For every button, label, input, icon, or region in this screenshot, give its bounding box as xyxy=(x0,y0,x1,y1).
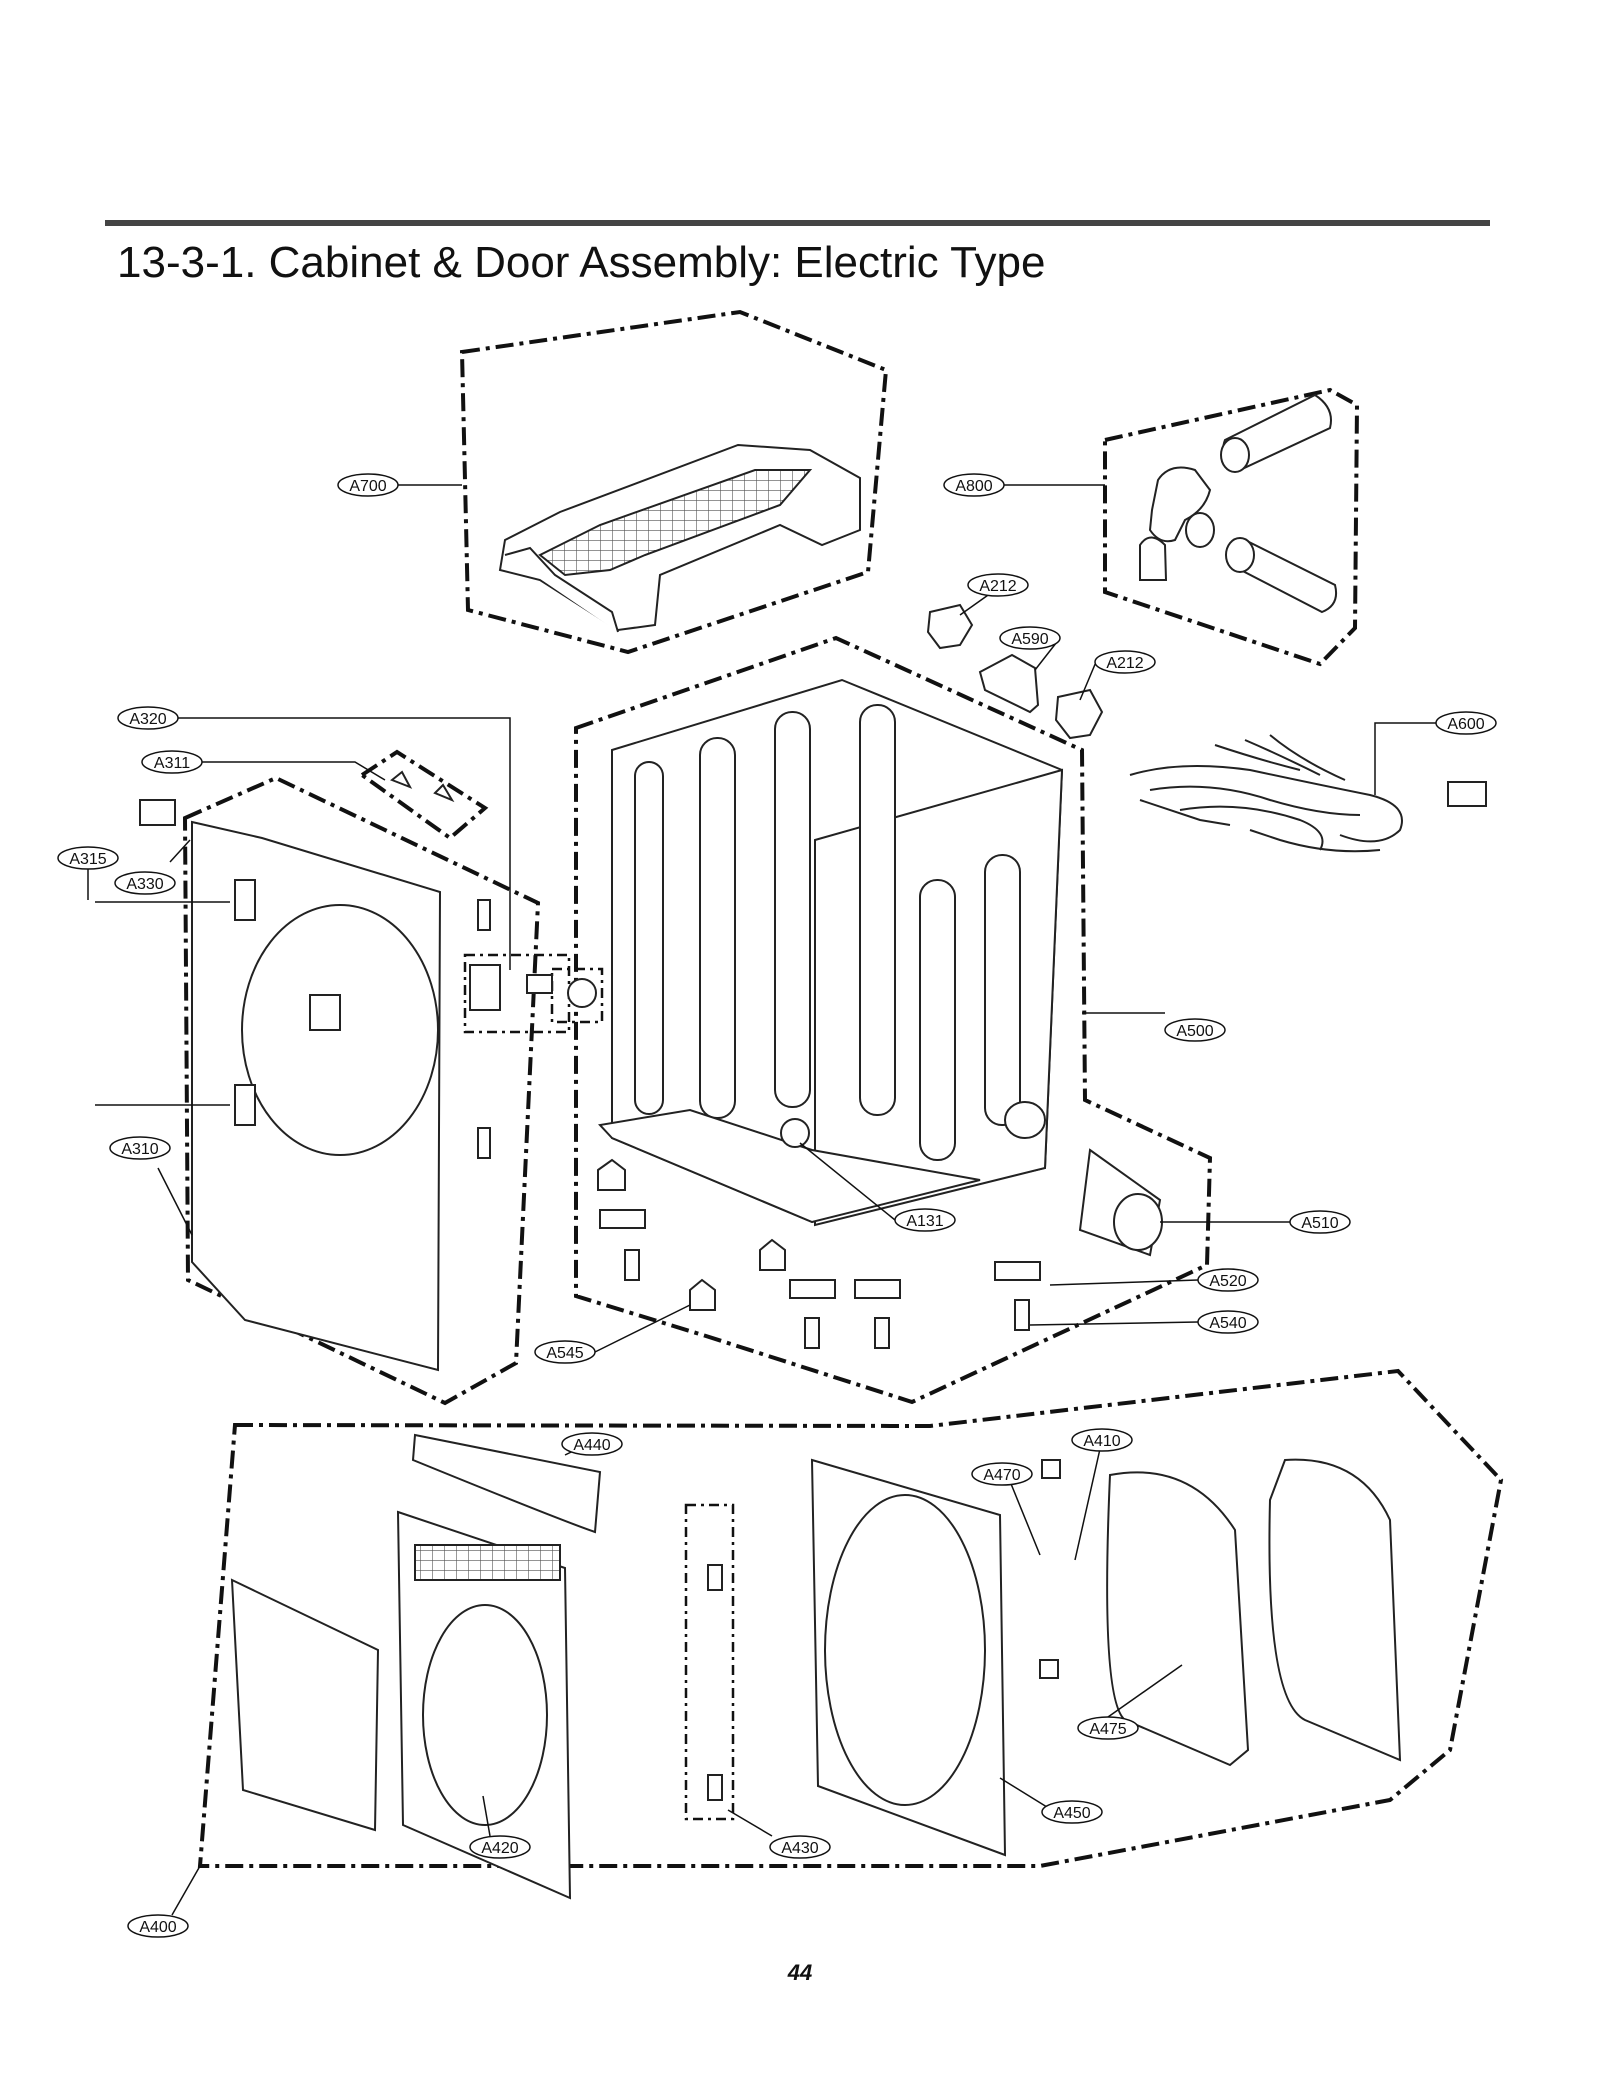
front-panel-outline xyxy=(182,775,541,1406)
svg-text:A510: A510 xyxy=(1301,1215,1338,1232)
svg-text:A700: A700 xyxy=(349,478,386,495)
svg-text:A315: A315 xyxy=(69,851,106,868)
svg-text:A310: A310 xyxy=(121,1141,158,1158)
svg-text:A590: A590 xyxy=(1011,631,1048,648)
top-grille-part xyxy=(498,443,861,633)
label-A800: A800 xyxy=(943,473,1005,497)
svg-text:A311: A311 xyxy=(154,755,190,772)
svg-text:A600: A600 xyxy=(1447,716,1484,733)
svg-text:A410: A410 xyxy=(1083,1433,1120,1450)
svg-text:A540: A540 xyxy=(1209,1315,1246,1332)
label-A400: A400 xyxy=(127,1914,189,1938)
page-number: 44 xyxy=(787,1960,813,1985)
label-A410: A410 xyxy=(1071,1428,1133,1452)
label-A440: A440 xyxy=(561,1432,623,1456)
svg-text:A320: A320 xyxy=(129,711,166,728)
svg-text:A330: A330 xyxy=(126,876,163,893)
svg-text:A131: A131 xyxy=(906,1213,943,1230)
leader-lines xyxy=(87,484,1438,1916)
foot-parts xyxy=(597,1158,1041,1349)
label-A450: A450 xyxy=(1041,1800,1103,1824)
svg-text:A475: A475 xyxy=(1089,1721,1126,1738)
vent-duct-parts xyxy=(1139,393,1338,614)
label-A315: A315 xyxy=(57,846,119,870)
label-A430: A430 xyxy=(769,1835,831,1859)
hinge-group-outline xyxy=(358,749,489,841)
door-assembly-outline xyxy=(197,1368,1504,1868)
label-A330: A330 xyxy=(114,871,176,895)
bracket-parts xyxy=(926,603,1104,740)
top-group-outline xyxy=(459,309,889,655)
label-A311: A311 xyxy=(141,750,203,774)
group-outlines xyxy=(182,309,1504,1868)
svg-text:A212: A212 xyxy=(1106,655,1143,672)
label-A212-2: A212 xyxy=(1094,650,1156,674)
svg-text:A545: A545 xyxy=(546,1345,583,1362)
svg-text:A212: A212 xyxy=(979,578,1016,595)
cabinet-part xyxy=(598,678,1163,1257)
cabinet-outline xyxy=(574,635,1213,1405)
svg-text:A470: A470 xyxy=(983,1467,1020,1484)
front-panel-part xyxy=(139,770,810,1372)
label-A320: A320 xyxy=(117,706,179,730)
sensor-inset-outline xyxy=(550,967,604,1024)
label-A475: A475 xyxy=(1077,1716,1139,1740)
label-A700: A700 xyxy=(337,473,399,497)
label-A131: A131 xyxy=(894,1208,956,1232)
svg-text:A430: A430 xyxy=(781,1840,818,1857)
label-A520: A520 xyxy=(1197,1268,1259,1292)
svg-text:A420: A420 xyxy=(481,1840,518,1857)
label-A420: A420 xyxy=(469,1835,531,1859)
svg-text:A800: A800 xyxy=(955,478,992,495)
label-A212: A212 xyxy=(967,573,1029,597)
door-parts xyxy=(230,1433,1402,1900)
label-A510: A510 xyxy=(1289,1210,1351,1234)
svg-text:A520: A520 xyxy=(1209,1273,1246,1290)
label-A540: A540 xyxy=(1197,1310,1259,1334)
page-title: 13-3-1. Cabinet & Door Assembly: Electri… xyxy=(117,238,1046,287)
svg-text:A440: A440 xyxy=(573,1437,610,1454)
label-A545: A545 xyxy=(534,1340,596,1364)
label-A590: A590 xyxy=(999,626,1061,650)
svg-text:A500: A500 xyxy=(1176,1023,1213,1040)
label-A470: A470 xyxy=(971,1462,1033,1486)
vent-group-outline xyxy=(1103,387,1360,667)
label-A500: A500 xyxy=(1164,1018,1226,1042)
wire-harness-part xyxy=(1129,734,1487,853)
door-hinge-inset-outline xyxy=(684,1503,735,1821)
svg-text:A450: A450 xyxy=(1053,1805,1090,1822)
label-A600: A600 xyxy=(1435,711,1497,735)
title-rule xyxy=(105,220,1490,226)
label-A310: A310 xyxy=(109,1136,171,1160)
svg-text:A400: A400 xyxy=(139,1919,176,1936)
